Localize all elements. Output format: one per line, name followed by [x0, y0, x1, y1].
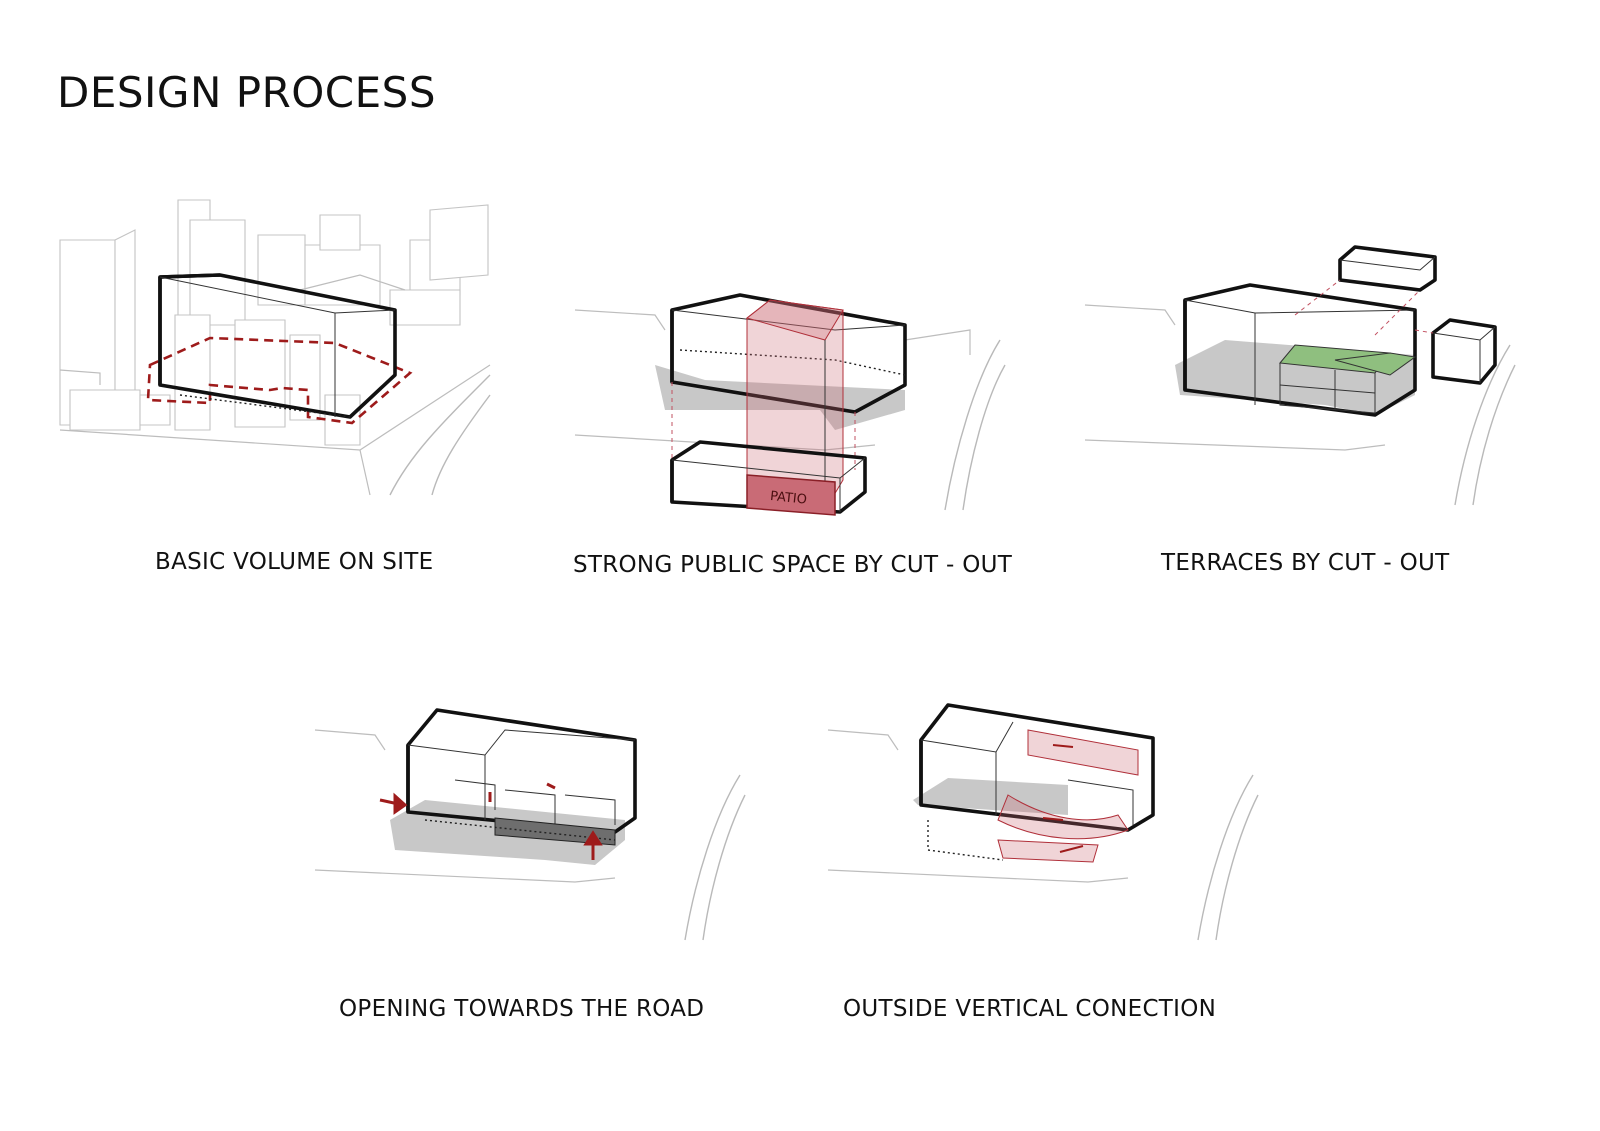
basic-volume: [158, 273, 397, 419]
main-volume: [1183, 283, 1417, 417]
final-volume: [919, 703, 1155, 861]
terraces-drawing: [1084, 245, 1516, 506]
vertical-connection-drawing: [827, 703, 1259, 941]
site-context: [827, 729, 1259, 941]
opened-volume: [406, 708, 637, 846]
step-3-caption: TERRACES BY CUT - OUT: [1161, 550, 1450, 576]
step-4-caption: OPENING TOWARDS THE ROAD: [339, 996, 705, 1022]
lifted-volume-side: [1414, 318, 1497, 385]
step-1-caption: BASIC VOLUME ON SITE: [155, 549, 434, 575]
public-space-drawing: PATIO: [574, 293, 1006, 516]
step-5-diagram: [827, 700, 1259, 945]
lifted-volume-top: [1294, 245, 1437, 336]
lower-volume: PATIO: [670, 440, 867, 516]
step-2-caption: STRONG PUBLIC SPACE BY CUT - OUT: [573, 552, 1013, 578]
opening-drawing: [314, 708, 746, 941]
page-title: DESIGN PROCESS: [57, 68, 436, 117]
step-1-diagram: [59, 195, 491, 500]
step-4-diagram: [314, 700, 746, 945]
step-5-caption: OUTSIDE VERTICAL CONECTION: [843, 996, 1217, 1022]
step-2-diagram: PATIO: [574, 270, 1006, 530]
patio-label: PATIO: [769, 489, 807, 508]
access-arrows: [379, 782, 603, 860]
step-3-diagram: [1084, 245, 1516, 510]
context-buildings: [59, 199, 491, 496]
terrace-cut-outs: [1279, 344, 1417, 414]
site-context-drawing: [59, 199, 491, 496]
ramp-connection: [997, 729, 1139, 863]
